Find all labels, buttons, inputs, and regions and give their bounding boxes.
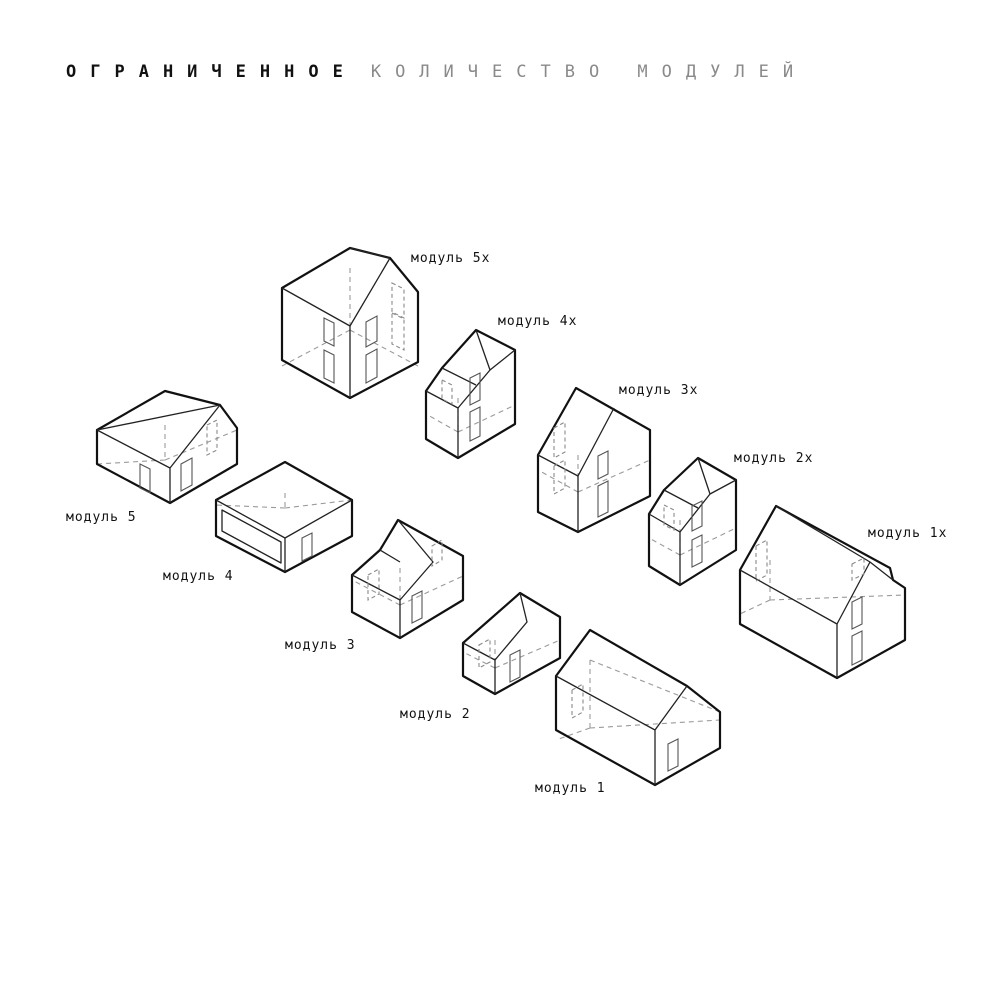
module-3x-drawing: [536, 386, 652, 534]
label-module-4x: модуль 4x: [498, 314, 577, 329]
module-4x-drawing: [424, 328, 517, 460]
label-module-5: модуль 5: [66, 510, 137, 525]
label-module-5x: модуль 5x: [411, 251, 490, 266]
module-3-drawing: [350, 518, 465, 640]
module-5x-drawing: [280, 246, 420, 400]
module-1x-drawing: [738, 504, 907, 680]
module-1-drawing: [554, 628, 722, 787]
module-2x-drawing: [647, 456, 738, 587]
label-module-1: модуль 1: [535, 781, 606, 796]
module-4-drawing: [214, 460, 354, 574]
module-2-drawing: [461, 591, 562, 696]
title-light: КОЛИЧЕСТВО МОДУЛЕЙ: [370, 62, 808, 82]
label-module-3x: модуль 3x: [619, 383, 698, 398]
page-title: ОГРАНИЧЕННОЕ КОЛИЧЕСТВО МОДУЛЕЙ: [66, 62, 807, 82]
label-module-2x: модуль 2x: [734, 451, 813, 466]
title-bold: ОГРАНИЧЕННОЕ: [66, 62, 357, 82]
label-module-2: модуль 2: [400, 707, 471, 722]
label-module-3: модуль 3: [285, 638, 356, 653]
module-5-drawing: [95, 389, 239, 505]
label-module-1x: модуль 1x: [868, 526, 947, 541]
label-module-4: модуль 4: [163, 569, 234, 584]
